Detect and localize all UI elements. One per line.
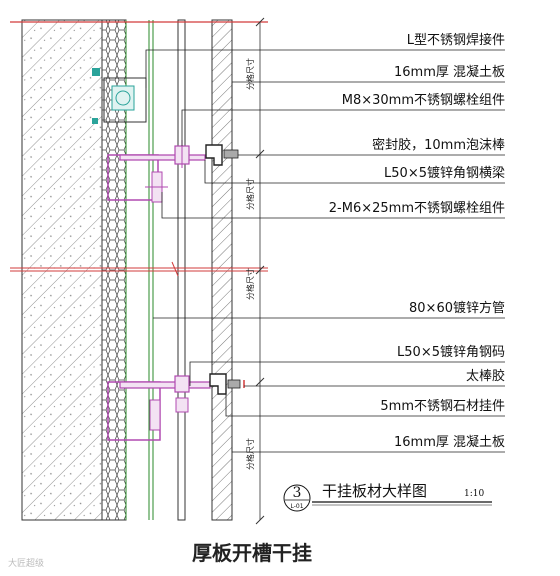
callout-label: M8×30mm不锈钢螺栓组件 — [342, 93, 505, 108]
callout-label: 16mm厚 混凝土板 — [394, 434, 505, 450]
callout-label: L50×5镀锌角钢横梁 — [384, 165, 505, 181]
sealant — [223, 149, 239, 159]
lower-angle-code — [119, 381, 211, 389]
callout-label: 80×60镀锌方管 — [409, 300, 505, 316]
callout-label: L50×5镀锌角钢码 — [397, 344, 505, 360]
steel-tube — [177, 19, 186, 521]
stone-hanger — [209, 373, 227, 395]
callout-label: 太棒胶 — [466, 368, 505, 384]
stone-panel — [211, 19, 233, 521]
leader-lines — [145, 49, 505, 453]
anchor-marker — [92, 68, 100, 76]
detail-title: 干挂板材大样图 — [322, 482, 427, 500]
bolt-head — [149, 399, 161, 431]
anchor-marker — [92, 118, 98, 124]
callout-label: 2-M6×25mm不锈钢螺栓组件 — [329, 201, 505, 216]
dimension-tick — [255, 149, 265, 159]
detail-number: 3 — [293, 485, 302, 501]
dimension-tick — [255, 515, 265, 525]
dimension-tick — [255, 265, 265, 275]
dimension-tick — [255, 17, 265, 27]
sealant — [227, 379, 241, 389]
callout-label: L型不锈钢焊接件 — [407, 32, 505, 48]
dimension-tick — [255, 377, 265, 387]
upper-crossbeam — [119, 154, 206, 161]
detail-number-circle — [283, 484, 311, 512]
bolt-head — [174, 375, 190, 393]
dimension-label: 分格尺寸 — [245, 268, 255, 300]
detail-sheet: L-01 — [290, 503, 303, 510]
bolt-head — [175, 397, 189, 413]
anchor-block — [111, 85, 135, 111]
detail-scale: 1:10 — [464, 489, 484, 499]
dimension-tick — [171, 261, 179, 277]
anchor-bolt — [115, 90, 131, 106]
caption: 厚板开槽干挂 — [192, 541, 312, 565]
anchor-plate — [103, 77, 147, 123]
stone-hanger — [205, 144, 223, 166]
dimension-label: 分格尺寸 — [245, 438, 255, 470]
watermark: 大匠超级 — [8, 557, 44, 569]
dimension-label: 分格尺寸 — [245, 58, 255, 90]
callout-label: 5mm不锈钢石材挂件 — [380, 399, 505, 414]
concrete-wall — [21, 19, 103, 521]
dimension-label: 分格尺寸 — [245, 178, 255, 210]
callout-label: 16mm厚 混凝土板 — [394, 64, 505, 80]
callout-label: 密封胶，10mm泡沫棒 — [372, 137, 505, 153]
